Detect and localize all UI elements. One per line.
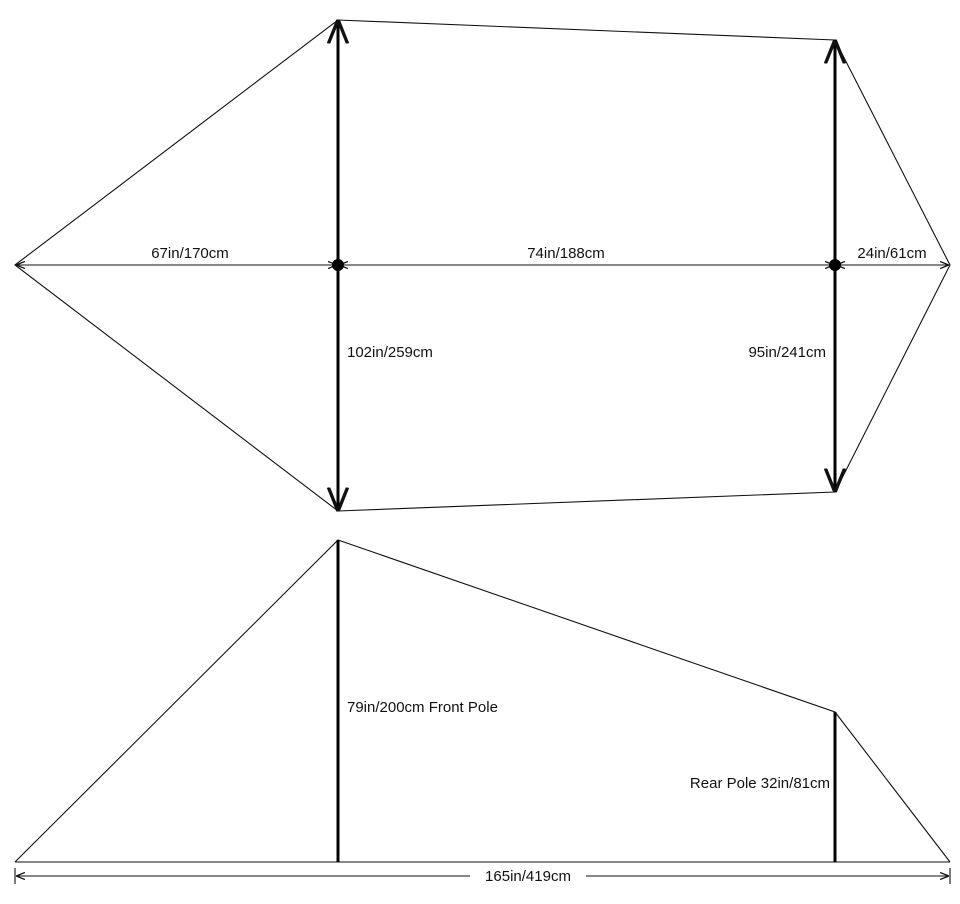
front-width-label: 102in/259cm (347, 344, 433, 361)
rear-pole-point (829, 259, 841, 271)
total-length-label: 165in/419cm (485, 868, 571, 885)
front-distance-label: 67in/170cm (151, 245, 229, 262)
side-view-profile (14, 539, 951, 863)
rear-width-label: 95in/241cm (748, 344, 826, 361)
side-view: 79in/200cm Front Pole Rear Pole 32in/81c… (14, 539, 951, 885)
top-view: 67in/170cm 74in/188cm 24in/61cm 102in/25… (14, 19, 951, 512)
rear-pole-label: Rear Pole 32in/81cm (690, 775, 830, 792)
front-pole-point (332, 259, 344, 271)
rear-distance-label: 24in/61cm (857, 245, 926, 262)
middle-distance-label: 74in/188cm (527, 245, 605, 262)
front-pole-label: 79in/200cm Front Pole (347, 699, 498, 716)
